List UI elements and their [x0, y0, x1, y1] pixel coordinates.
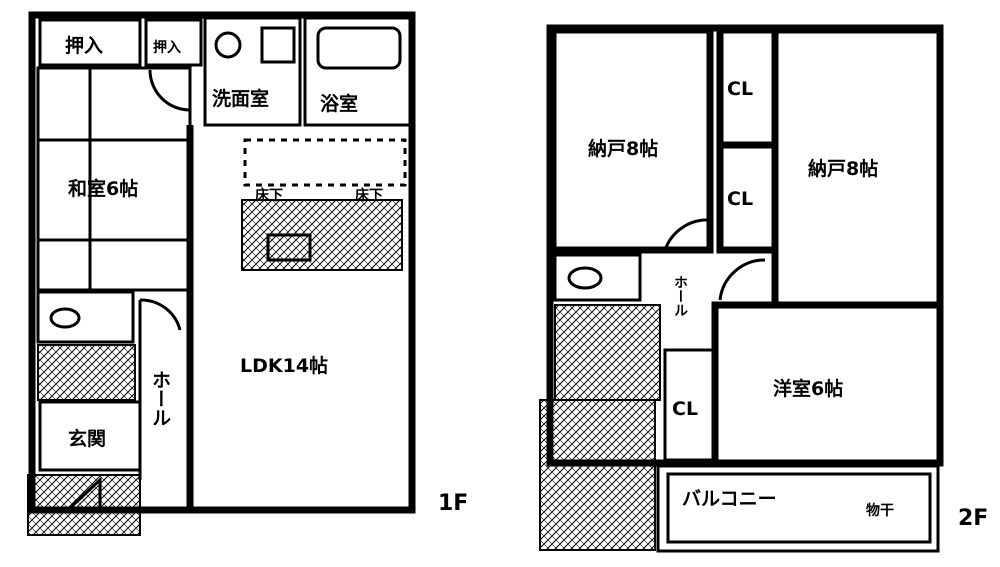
floor-1-outer-wall	[28, 11, 416, 514]
toilet-2f	[553, 253, 642, 302]
sink-icon	[266, 233, 312, 262]
kitchen-upper-cabinet	[243, 138, 407, 187]
toilet-icon	[49, 307, 81, 329]
label-underfloor-right: 床下	[355, 187, 383, 204]
label-drying-area: 物干	[866, 502, 894, 519]
western-room	[711, 301, 944, 467]
front-door-swing	[68, 476, 102, 510]
label-japanese-room: 和室6帖	[68, 177, 138, 200]
label-closet-large: 押入	[65, 34, 103, 57]
stairs-1f	[37, 344, 136, 401]
floor-2-plan	[539, 24, 944, 553]
label-washroom: 洗面室	[212, 87, 269, 110]
door-swing	[148, 69, 191, 112]
closet-small	[144, 18, 203, 67]
balcony	[656, 464, 940, 553]
washbasin-icon	[214, 31, 242, 59]
toilet-1f	[36, 290, 135, 344]
label-ldk: LDK14帖	[240, 354, 328, 377]
floor-1-labels: 押入 押入 洗面室 浴室 和室6帖 床下 床下 LDK14帖 ホール 玄関 1F	[65, 34, 468, 516]
closet-large	[38, 18, 142, 67]
storage-left	[549, 26, 714, 254]
label-closet-2: CL	[727, 188, 753, 210]
roof-area	[539, 399, 656, 551]
washing-machine-icon	[260, 26, 296, 64]
label-bath: 浴室	[320, 92, 358, 115]
label-closet-3: CL	[672, 398, 698, 420]
floor-1-plan	[27, 11, 416, 536]
floor-1-label: 1F	[438, 491, 468, 516]
label-hall-1f: ホール	[149, 370, 171, 427]
floor-2-label: 2F	[958, 506, 988, 531]
label-western-room: 洋室6帖	[773, 377, 843, 400]
floor-2-labels: 納戸8帖 納戸8帖 CL CL CL 洋室6帖 ホール バルコニー 物干 2F	[588, 78, 988, 531]
bathtub-icon	[316, 26, 402, 70]
label-hall-2f: ホール	[672, 275, 688, 317]
kitchen-counter	[241, 199, 403, 271]
toilet-icon-2f	[567, 266, 603, 290]
label-entrance: 玄関	[68, 427, 106, 450]
label-closet-small: 押入	[153, 39, 181, 56]
label-balcony: バルコニー	[682, 488, 777, 510]
stairs-2f	[554, 304, 661, 401]
label-storage-left: 納戸8帖	[588, 137, 658, 160]
label-storage-right: 納戸8帖	[808, 157, 878, 180]
label-underfloor-left: 床下	[255, 187, 283, 204]
entrance-porch	[27, 474, 141, 536]
washroom	[203, 16, 302, 127]
bathroom	[303, 16, 412, 127]
label-closet-1: CL	[727, 78, 753, 100]
